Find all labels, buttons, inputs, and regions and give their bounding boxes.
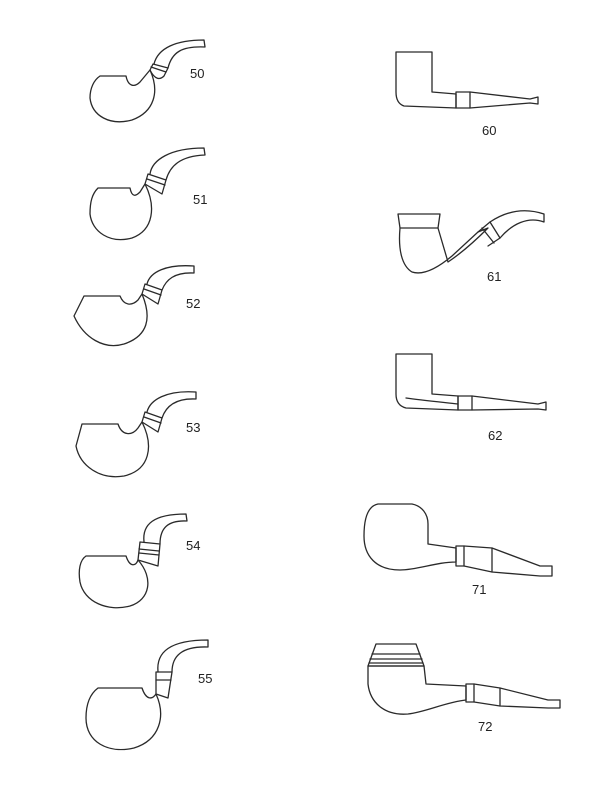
pipe-51: 51 xyxy=(89,147,207,241)
pipe-53: 53 xyxy=(75,391,200,478)
pipe-62-stem xyxy=(471,395,547,411)
pipe-61-rim xyxy=(397,213,441,229)
pipe-50-shank xyxy=(149,63,169,80)
pipe-71-ferrule xyxy=(455,545,465,567)
pipe-61: 61 xyxy=(397,210,545,284)
pipe-54-stem xyxy=(143,513,188,545)
pipe-62: 62 xyxy=(395,353,547,443)
pipe-50-label: 50 xyxy=(190,66,204,81)
pipe-53-stem xyxy=(146,391,197,419)
pipe-50-stem xyxy=(153,39,206,69)
pipe-51-stem xyxy=(149,147,206,181)
pipe-50: 50 xyxy=(89,39,206,123)
pipe-55-stem xyxy=(157,639,209,673)
pipe-54: 54 xyxy=(78,513,200,609)
pipe-61-label: 61 xyxy=(487,269,501,284)
pipe-60-band xyxy=(455,91,471,109)
pipe-72-stem xyxy=(473,683,561,709)
pipe-51-label: 51 xyxy=(193,192,207,207)
pipe-55-shank xyxy=(155,671,173,699)
pipe-52-bowl xyxy=(73,293,148,347)
pipe-60-stem xyxy=(469,91,539,109)
pipe-50-bowl xyxy=(89,69,156,123)
pipe-51-bowl xyxy=(89,183,153,241)
pipe-61-bowl xyxy=(398,227,489,274)
pipe-53-bowl xyxy=(75,421,150,478)
pipe-54-bowl xyxy=(78,555,149,609)
pipe-60: 60 xyxy=(395,51,539,138)
pipe-52-label: 52 xyxy=(186,296,200,311)
pipe-60-label: 60 xyxy=(482,123,496,138)
pipe-72-bowl xyxy=(367,665,467,715)
pipe-62-label: 62 xyxy=(488,428,502,443)
pipe-71-label: 71 xyxy=(472,582,486,597)
pipe-53-label: 53 xyxy=(186,420,200,435)
pipe-71-stem xyxy=(463,545,553,577)
pipe-52: 52 xyxy=(73,265,200,347)
pipe-52-stem xyxy=(146,265,195,291)
pipe-72-ferrule xyxy=(465,683,475,703)
pipe-61-stem xyxy=(489,210,545,239)
pipe-62-inner-line xyxy=(405,397,459,405)
pipe-54-label: 54 xyxy=(186,538,200,553)
pipe-55-label: 55 xyxy=(198,671,212,686)
pipe-72-label: 72 xyxy=(478,719,492,734)
pipe-55: 55 xyxy=(85,639,212,751)
pipe-71-bowl xyxy=(363,503,457,571)
pipe-72: 72 xyxy=(367,643,561,734)
pipe-62-band xyxy=(457,395,473,411)
pipe-62-bowl xyxy=(395,353,459,411)
pipe-71: 71 xyxy=(363,503,553,597)
pipe-60-bowl xyxy=(395,51,457,109)
pipe-55-bowl xyxy=(85,687,162,751)
